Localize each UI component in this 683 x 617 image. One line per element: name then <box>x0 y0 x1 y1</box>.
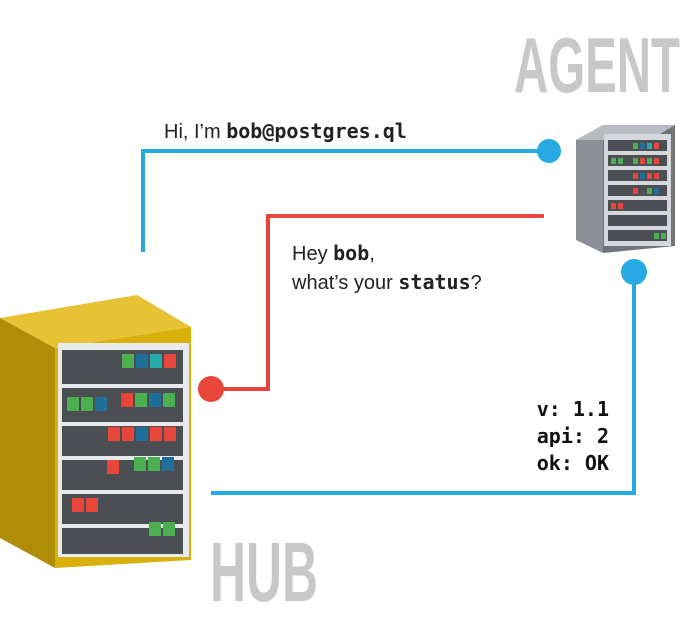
intro-identity: bob@postgres.ql <box>226 119 407 143</box>
hub-label: HUB <box>210 525 318 617</box>
query-line <box>214 214 544 391</box>
intro-message: Hi, I’m bob@postgres.ql <box>164 119 407 143</box>
agent-label: AGENT <box>514 21 680 109</box>
status-line-version: v: 1.1 <box>537 397 609 421</box>
response-line <box>211 272 636 495</box>
query-greeting: Hey <box>292 243 333 265</box>
status-line-api: api: 2 <box>537 424 609 448</box>
query-endpoint-dot <box>198 376 224 402</box>
query-comma: , <box>369 243 375 265</box>
query-keyword: status <box>398 270 470 294</box>
agent-server-icon <box>576 125 675 253</box>
query-name: bob <box>333 241 369 265</box>
query-suffix: ? <box>471 272 482 294</box>
status-line-ok: ok: OK <box>537 451 609 475</box>
connectors <box>141 139 647 495</box>
intro-endpoint-dot <box>537 139 561 163</box>
status-response: v: 1.1 api: 2 ok: OK <box>537 397 609 475</box>
query-message-line1: Hey bob, <box>292 241 375 265</box>
intro-prefix: Hi, I’m <box>164 121 226 143</box>
query-message-line2: what’s your status? <box>291 270 482 294</box>
response-endpoint-dot <box>621 259 647 285</box>
query-prefix: what’s your <box>291 272 398 294</box>
intro-line <box>141 149 548 252</box>
hub-server-icon <box>0 295 191 568</box>
